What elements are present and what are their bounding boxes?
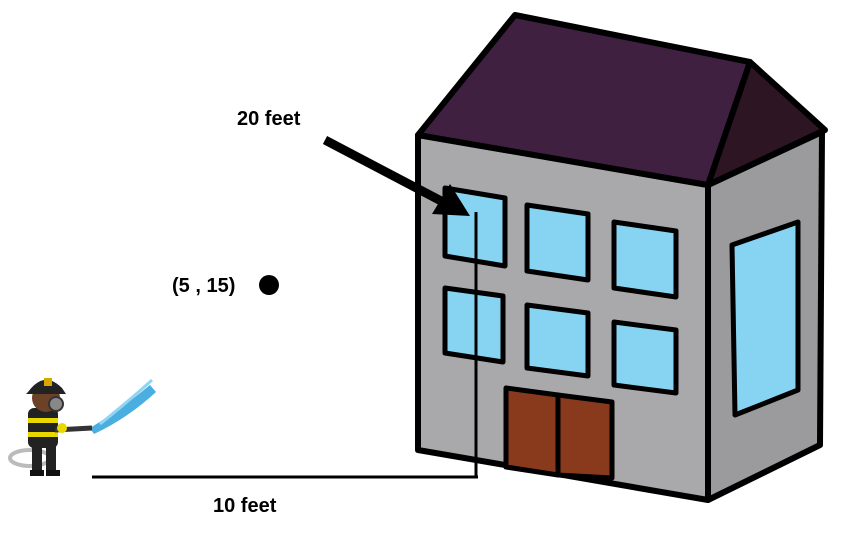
building (415, 12, 828, 503)
point-marker (259, 275, 279, 295)
window (524, 302, 591, 379)
door (503, 385, 615, 481)
side-window (729, 219, 801, 418)
point-label: (5 , 15) (172, 275, 235, 297)
window (524, 202, 591, 283)
window (442, 285, 506, 365)
arrow (322, 136, 470, 216)
height-label: 20 feet (237, 108, 301, 130)
firefighter (8, 378, 156, 476)
hose-coil (8, 448, 52, 468)
building-roof-side (705, 59, 828, 188)
distance-label: 10 feet (213, 495, 277, 517)
window (611, 319, 679, 396)
window (611, 219, 679, 300)
water-stream (90, 385, 156, 434)
